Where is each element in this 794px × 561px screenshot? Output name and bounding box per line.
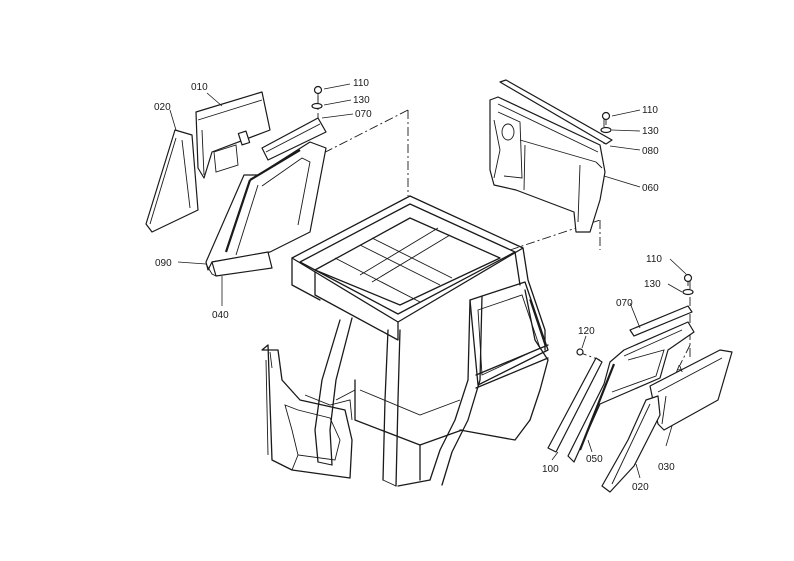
part-020-right [601,395,661,493]
label-100: 100 [542,464,559,475]
label-110-a: 110 [353,78,369,89]
label-ref-a: A [676,364,683,375]
label-130-a: 130 [353,95,370,106]
label-070-b: 070 [616,298,633,309]
label-090: 090 [155,258,172,269]
label-130-c: 130 [644,279,661,290]
label-030: 030 [658,462,675,473]
washer-130-c [682,288,694,296]
part-070-right-strip [629,305,693,337]
part-100-strip [547,357,603,453]
part-070-left-trim [261,117,327,161]
part-040-pillar [205,141,327,277]
washer-130-b [600,126,612,134]
part-020-left [145,129,199,233]
left-lower-panel [261,344,353,479]
label-120: 120 [578,326,595,337]
leader-lines [169,83,687,479]
label-040: 040 [212,310,229,321]
fastener-120 [576,348,584,356]
label-020-right: 020 [632,482,649,493]
label-060: 060 [642,183,659,194]
part-080-strip [499,79,613,145]
label-080: 080 [642,146,659,157]
part-030-panel [649,349,733,431]
label-010: 010 [191,82,208,93]
cab-frame [291,195,549,487]
part-labels: 010 020 110 130 070 090 040 110 130 080 … [154,78,683,493]
fastener-110-b [601,111,611,125]
label-110-c: 110 [646,254,662,265]
label-070-a: 070 [355,109,372,120]
washer-130-a [311,102,323,110]
label-020-left: 020 [154,102,171,113]
part-060-rear-panel [489,96,606,233]
label-110-b: 110 [642,105,658,116]
fastener-110-a [313,85,323,100]
part-050-pillar-trim [567,321,695,463]
fastener-110-c [683,273,693,286]
label-050: 050 [586,454,603,465]
label-130-b: 130 [642,126,659,137]
part-010 [195,91,271,179]
